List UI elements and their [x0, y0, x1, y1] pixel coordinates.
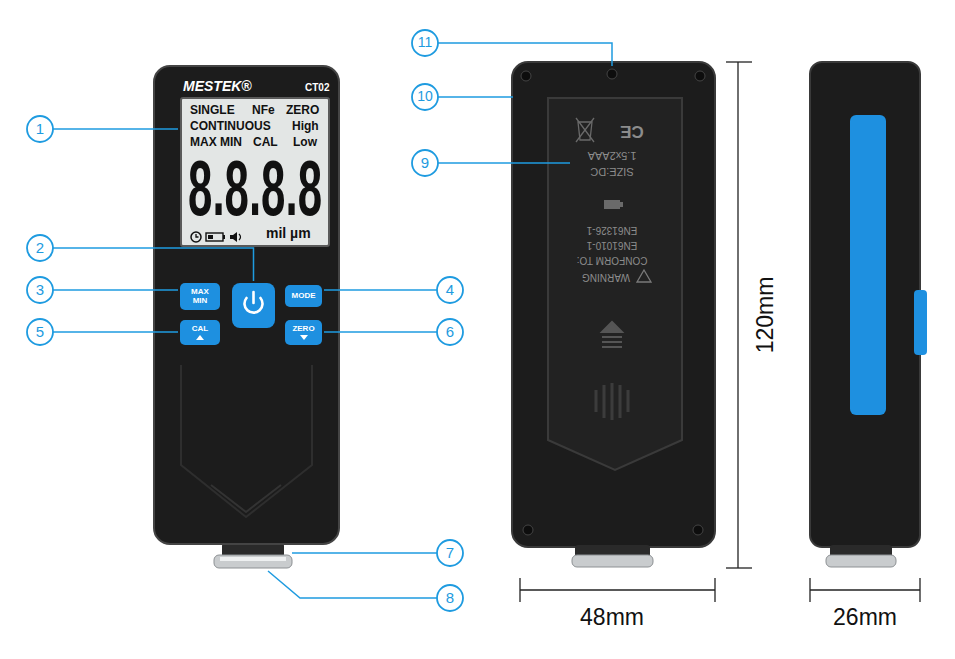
dimension-label: 120mm [753, 277, 778, 354]
back-marking: EN61010-1 [587, 240, 638, 251]
button-label: ZERO [292, 325, 314, 333]
callout-number: 11 [418, 35, 433, 50]
function-button: CAL [180, 320, 220, 345]
callout-number: 9 [421, 155, 429, 172]
probe-tip [214, 555, 292, 568]
function-button: ZERO [285, 320, 322, 345]
callout-number: 4 [446, 282, 454, 299]
screw [695, 71, 705, 81]
button-label: CAL [192, 325, 208, 333]
lcd-indicator: Low [293, 136, 317, 149]
callout-number: 3 [36, 282, 44, 299]
back-marking: EN61326-1 [587, 225, 638, 236]
speaker-grille [596, 383, 628, 420]
function-button: MODE [285, 285, 322, 307]
lcd-indicator: CONTINUOUS [190, 120, 271, 133]
side-housing [810, 62, 920, 547]
side-stripe [850, 115, 886, 415]
button-label: MAX MIN [191, 288, 209, 305]
probe-tip [826, 555, 896, 567]
screw [607, 69, 617, 79]
brand-name: MESTEK® [183, 79, 252, 94]
screw [523, 525, 533, 535]
lcd-screen: SINGLE NFe ZERO CONTINUOUS HighMAX MIN CAL Low… [180, 97, 330, 247]
lcd-indicator: High [292, 120, 319, 133]
callout-number: 10 [417, 89, 433, 104]
back-marking: CONFORM TO: [577, 255, 648, 266]
back-marking: 1.5x2AAA [588, 150, 637, 162]
callout-number: 1 [36, 121, 44, 138]
warning-triangle [637, 270, 651, 282]
certification-mark: CE [620, 122, 644, 141]
gauge-front: MESTEK®CT02SINGLENFeZEROCONTINUOUSHighMA… [153, 65, 340, 545]
battery-symbol [604, 200, 623, 209]
lcd-indicator: ZERO [286, 104, 319, 117]
probe-tip [572, 555, 653, 567]
lcd-unit: mil µm [266, 226, 311, 241]
button-label: MODE [292, 292, 316, 300]
dimension-label: 26mm [833, 605, 897, 630]
arrow-up [196, 335, 204, 340]
screw [693, 525, 703, 535]
dimension-lines [520, 62, 920, 602]
leader-lines [53, 43, 612, 598]
callout-number: 5 [36, 324, 44, 341]
back-marking: SIZE:DC [590, 166, 633, 178]
callout-number: 6 [446, 324, 454, 341]
arrow-down [300, 335, 308, 340]
model-name: CT02 [305, 82, 329, 93]
callout-number: 7 [446, 545, 454, 562]
callout-circles [27, 30, 463, 611]
status-icons [190, 230, 250, 244]
probe-shine [220, 557, 286, 561]
screw [521, 71, 531, 81]
back-housing [512, 62, 715, 547]
callout-number: 8 [446, 590, 454, 607]
lcd-indicator: MAX MIN [190, 136, 242, 149]
function-button: MAX MIN [180, 283, 220, 310]
eject-symbol [602, 322, 622, 347]
lcd-digits: 8.8.8.8 [188, 149, 322, 227]
lcd-indicator: NFe [252, 104, 275, 117]
battery-cover [548, 98, 682, 470]
back-marking: WARNING [582, 272, 630, 283]
callout-number: 2 [36, 240, 44, 257]
dimension-label: 48mm [580, 605, 644, 630]
bin-symbol [576, 118, 594, 142]
lcd-indicator: SINGLE [190, 104, 235, 117]
lcd-indicator: CAL [253, 136, 278, 149]
side-button [914, 290, 927, 355]
